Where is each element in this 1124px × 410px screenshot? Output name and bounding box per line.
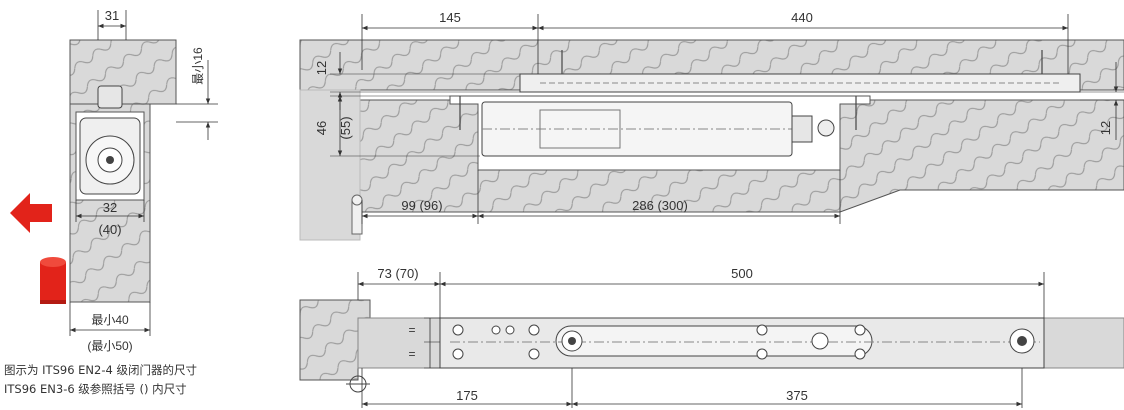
left-arrow-icon (10, 193, 52, 233)
closer-body-top (481, 101, 793, 157)
dim-31-label: 31 (105, 8, 119, 23)
wall-section (299, 89, 361, 241)
dim-min50-label: (最小50) (87, 339, 132, 353)
dim-55-label: (55) (338, 116, 353, 139)
dim-375-label: 375 (786, 388, 808, 403)
bottom-plan-view: = = 73 (70) 500 175 375 (299, 266, 1124, 408)
dim-286-label: 286 (300) (632, 198, 688, 213)
dim-175-label: 175 (456, 388, 478, 403)
caption-line-2: ITS96 EN3-6 级参照括号 () 内尺寸 (4, 382, 187, 396)
dim-46-label: 46 (314, 121, 329, 135)
slide-rail (519, 73, 1081, 93)
dim-32-label: 32 (103, 200, 117, 215)
dim-73-label: 73 (70) (377, 266, 418, 281)
caption-line-1: 图示为 ITS96 EN2-4 级闭门器的尺寸 (4, 363, 197, 377)
top-section-view: 145 440 12 46 (55) 12 99 (96) 286 (300) (299, 10, 1124, 241)
frame-block (69, 39, 177, 105)
equal-mark-top: = (408, 323, 415, 337)
caption: 图示为 ITS96 EN2-4 级闭门器的尺寸 ITS96 EN3-6 级参照括… (4, 361, 197, 399)
dim-40-label: (40) (98, 222, 121, 237)
dim-12-left-label: 12 (314, 61, 329, 75)
side-view: 31 最小16 32 (40) 最小40 (最小50) (10, 8, 218, 353)
dim-99-label: 99 (96) (401, 198, 442, 213)
dim-145-label: 145 (439, 10, 461, 25)
dim-min40-label: 最小40 (91, 313, 129, 327)
dim-440-label: 440 (791, 10, 813, 25)
door-stop-icon (40, 257, 66, 304)
equal-mark-bottom: = (408, 347, 415, 361)
arm-pin (97, 85, 123, 109)
dim-500-label: 500 (731, 266, 753, 281)
dim-12-right-label: 12 (1098, 121, 1113, 135)
dim-min16-label: 最小16 (191, 47, 205, 85)
arm-plan (555, 325, 873, 357)
